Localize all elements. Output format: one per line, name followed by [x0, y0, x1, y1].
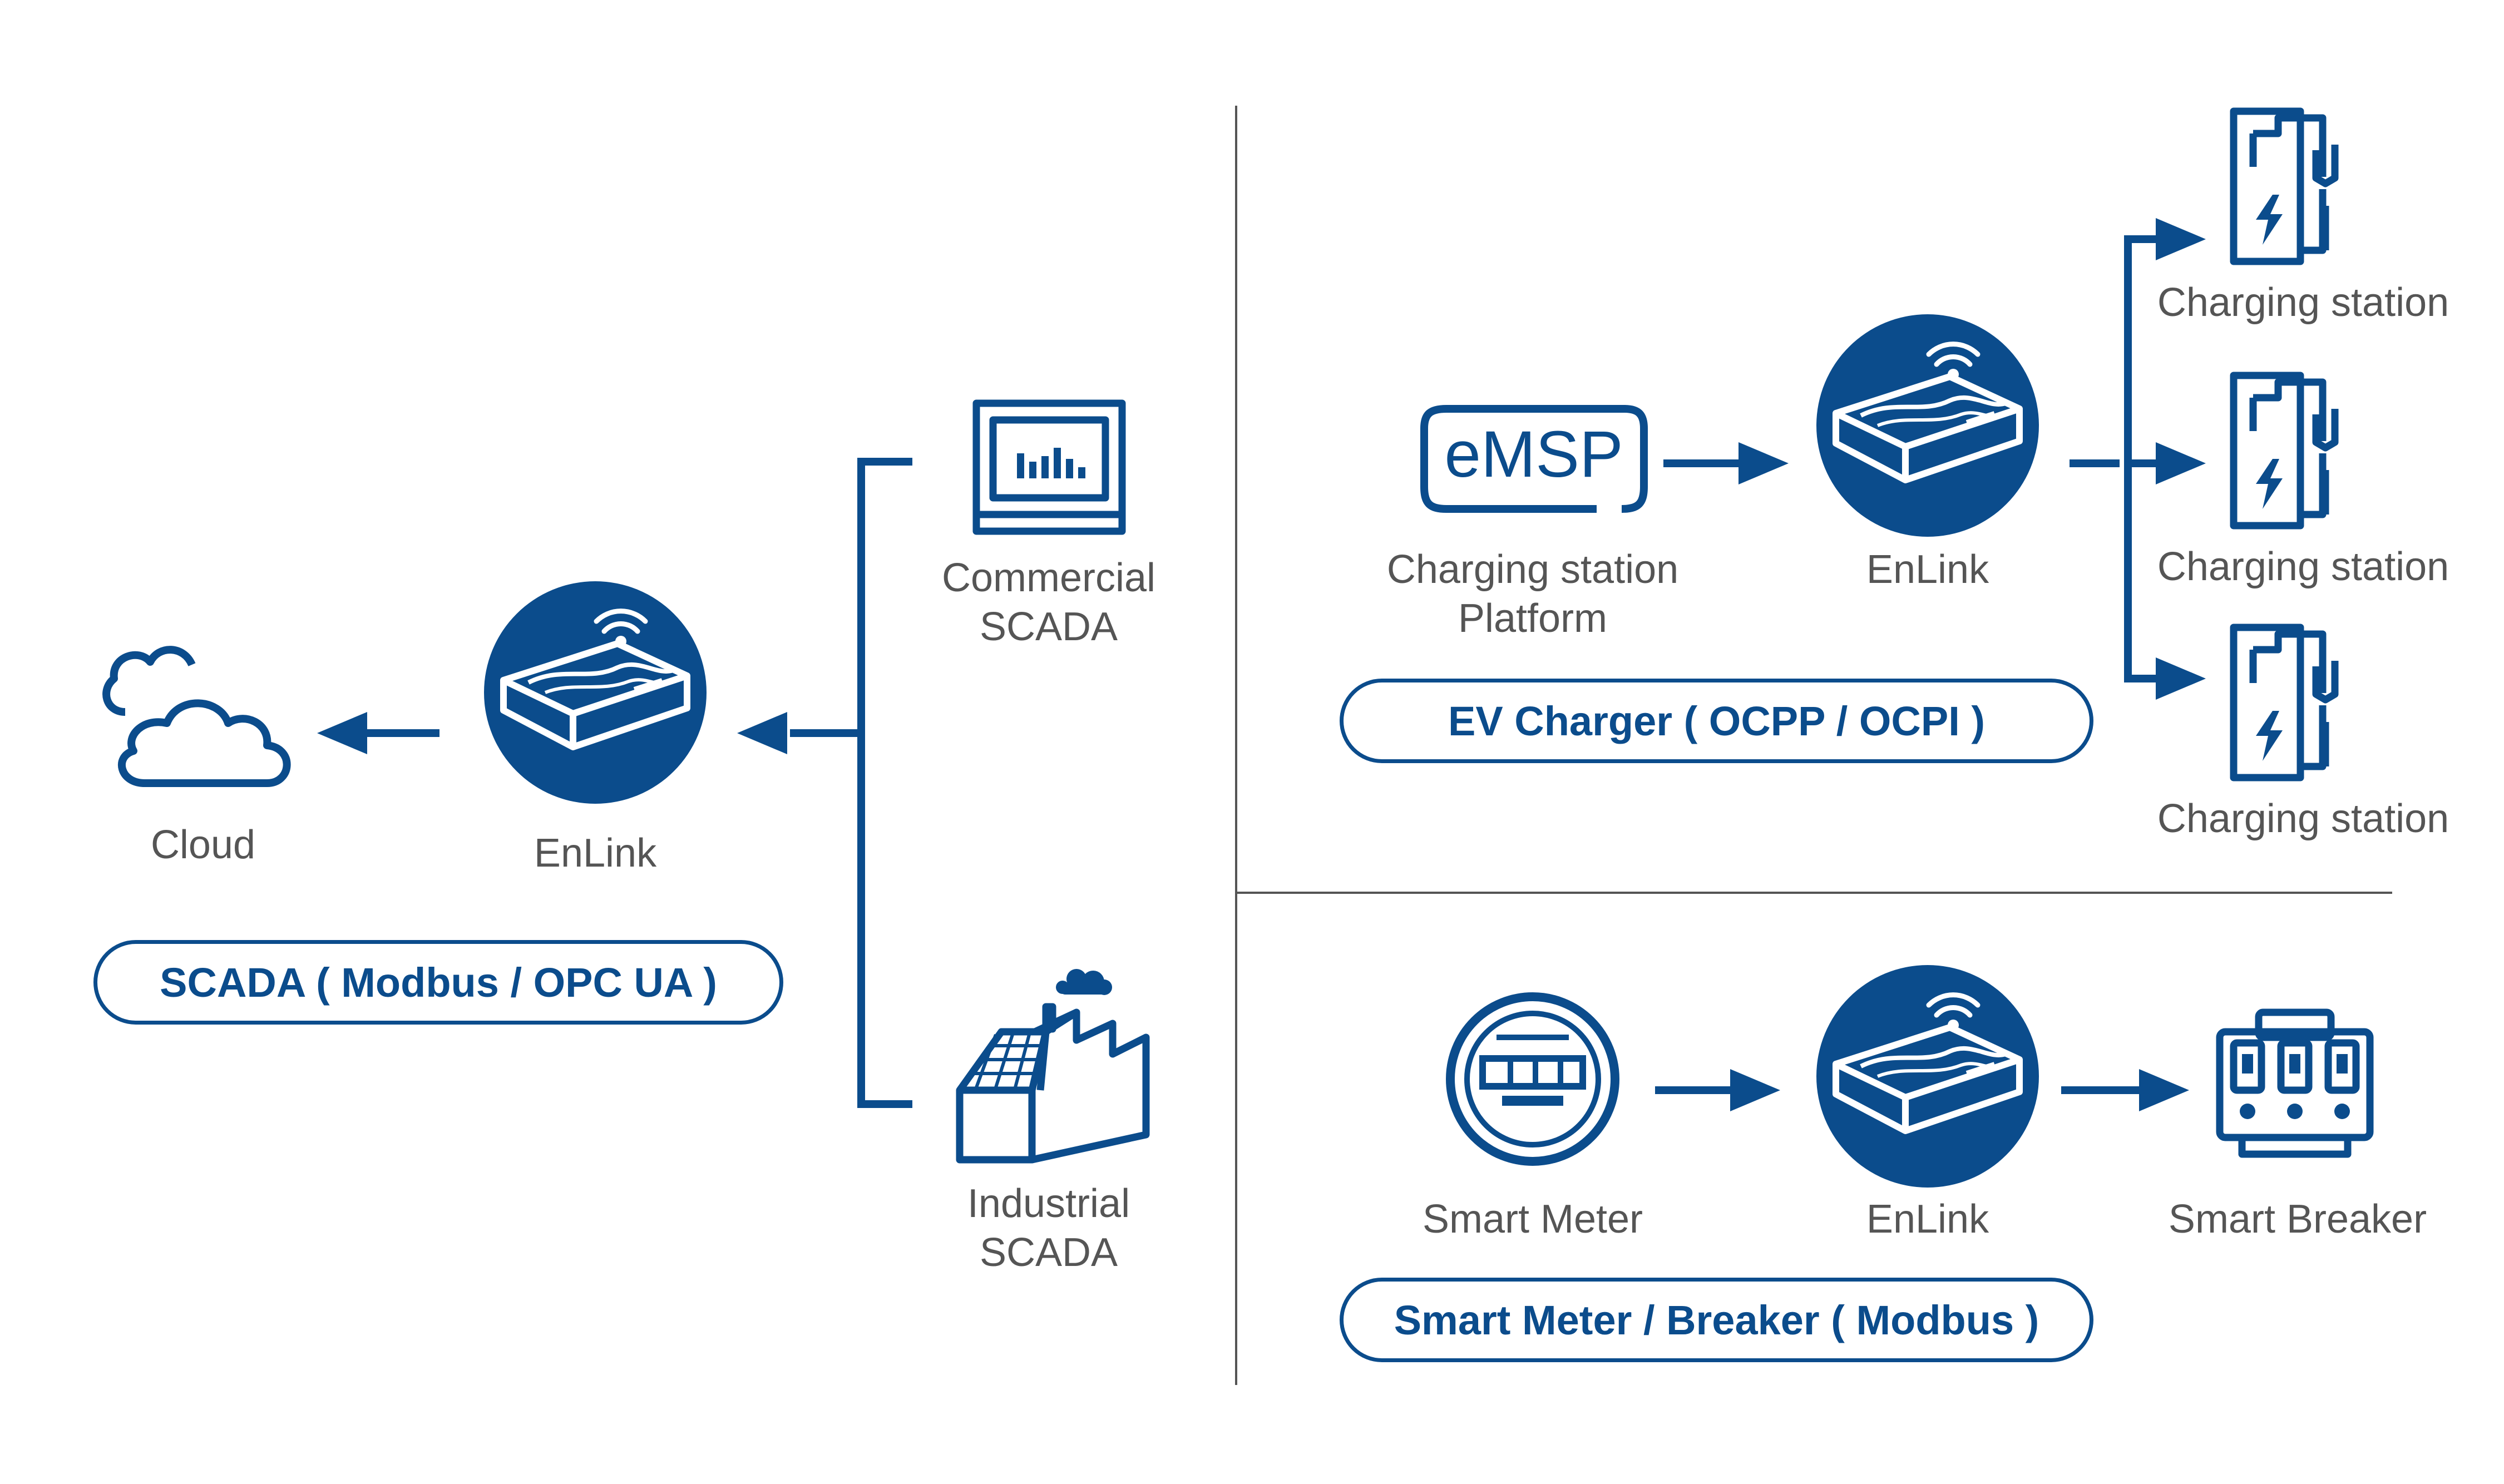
commercial-scada-line2: SCADA — [979, 605, 1118, 649]
scada-bracket — [790, 458, 912, 1108]
arrow-icon — [2156, 442, 2206, 484]
smart-breaker-icon — [2216, 1008, 2374, 1158]
charging-platform-line1: Charging station — [1386, 547, 1679, 592]
arrow-icon — [2061, 1069, 2189, 1111]
charging-platform-label: Charging station Platform — [1335, 545, 1730, 643]
commercial-scada-label: Commercial SCADA — [912, 553, 1185, 651]
cloud-icon — [102, 646, 291, 787]
cloud-label: Cloud — [150, 823, 256, 867]
factory-solar-icon — [956, 969, 1150, 1164]
charging-station-label: Charging station — [2157, 280, 2449, 325]
smart-breaker-label: Smart Breaker — [2168, 1197, 2427, 1241]
ev-protocol-pill: EV Charger ( OCPP / OCPI ) — [1340, 679, 2093, 763]
charging-station-icon — [2234, 375, 2335, 526]
charging-station-label: Charging station — [2157, 545, 2449, 589]
breaker-indicators — [2240, 1054, 2350, 1119]
enlink-gateway-icon — [1816, 314, 2039, 537]
arrow-icon — [1663, 442, 1789, 484]
smart-meter-icon — [1446, 992, 1619, 1166]
charging-station-label: Charging station — [2157, 797, 2449, 841]
industrial-scada-label: Industrial SCADA — [912, 1179, 1185, 1277]
scada-protocol-pill: SCADA ( Modbus / OPC UA ) — [93, 940, 783, 1025]
charging-station-icon — [2234, 627, 2335, 778]
enlink-label: EnLink — [534, 831, 657, 875]
enlink-label: EnLink — [1866, 547, 1989, 592]
monitor-chart-icon — [972, 399, 1126, 535]
station-branch — [2070, 235, 2159, 682]
charging-station-icon — [2234, 111, 2335, 261]
arrow-icon — [737, 712, 787, 754]
meter-protocol-pill: Smart Meter / Breaker ( Modbus ) — [1340, 1278, 2093, 1362]
enlink-gateway-icon — [1816, 965, 2039, 1188]
arrow-icon — [2156, 218, 2206, 260]
commercial-scada-line1: Commercial — [941, 556, 1156, 600]
emsp-badge-icon: eMSP — [1420, 405, 1648, 513]
enlink-gateway-icon — [484, 581, 707, 804]
arrow-icon — [2156, 657, 2206, 700]
industrial-scada-line2: SCADA — [979, 1230, 1118, 1275]
industrial-scada-line1: Industrial — [967, 1181, 1130, 1226]
charging-platform-line2: Platform — [1458, 596, 1608, 641]
emsp-badge-text: eMSP — [1444, 418, 1623, 491]
arrow-icon — [317, 712, 439, 754]
enlink-label: EnLink — [1866, 1197, 1989, 1241]
smart-meter-label: Smart Meter — [1422, 1197, 1643, 1241]
arrow-icon — [1655, 1069, 1780, 1111]
